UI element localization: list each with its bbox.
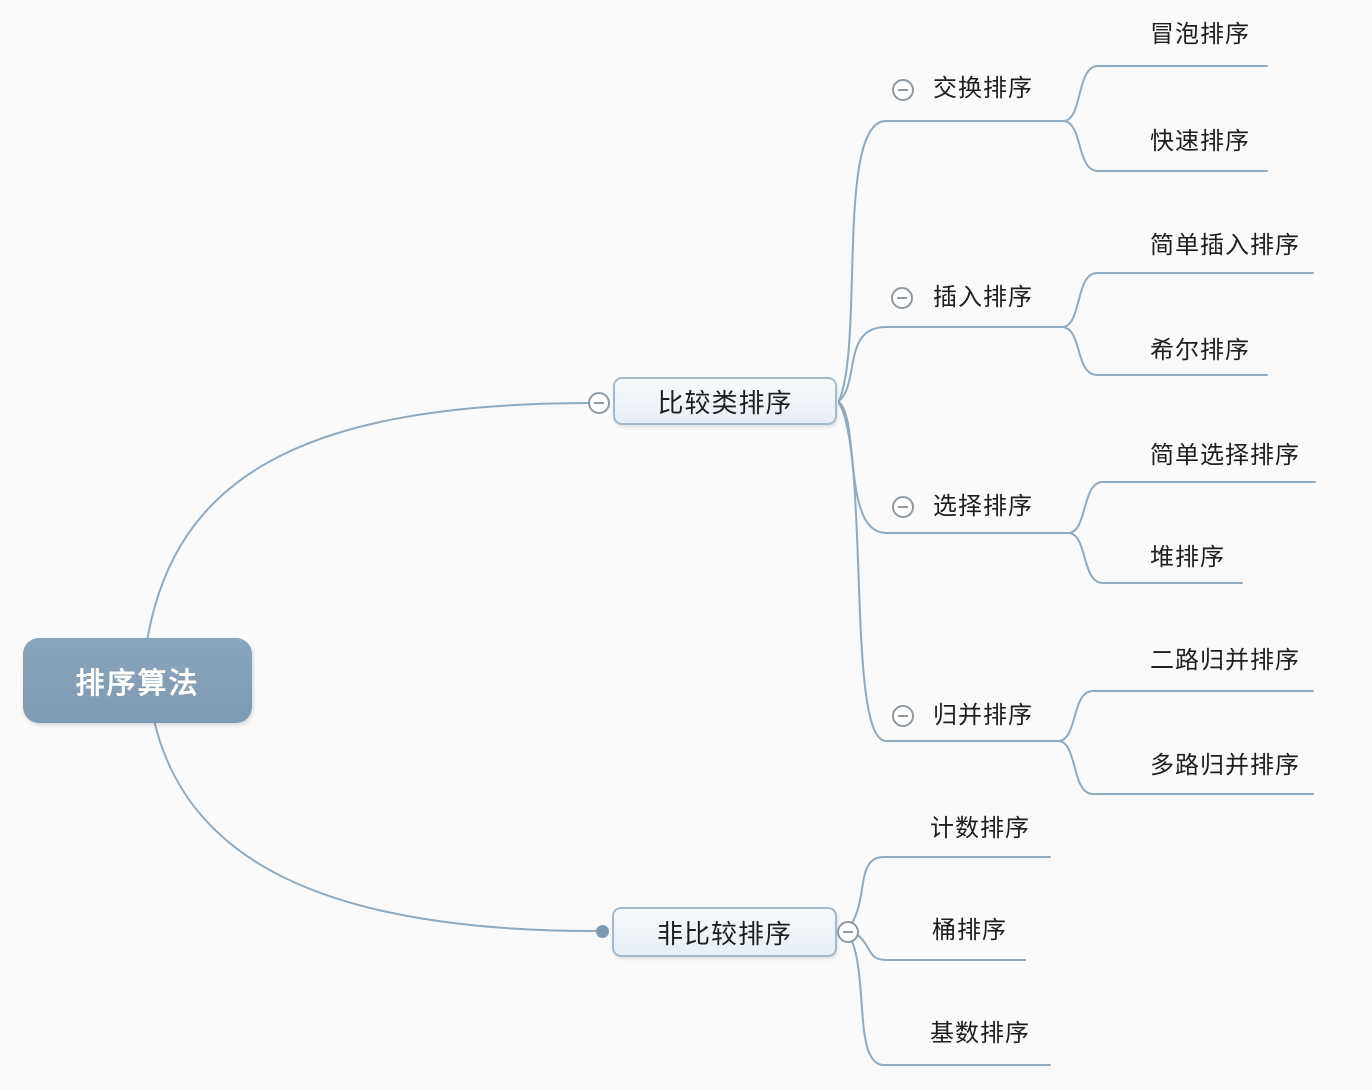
connector-insert-to-simple-insert — [1061, 272, 1314, 328]
connector-comparison-to-insert — [838, 326, 1063, 402]
connector-comparison-to-merge — [838, 402, 1059, 742]
connector-select-to-heap — [1067, 532, 1243, 584]
leaf-two-way-merge-sort[interactable]: 二路归并排序 — [1150, 647, 1300, 674]
connector-merge-to-two-way — [1057, 690, 1314, 742]
connector-insert-to-shell — [1061, 326, 1268, 376]
connector-select-to-simple-select — [1067, 481, 1316, 534]
minus-glyph — [843, 931, 853, 933]
connector-endpoint-dot — [596, 925, 609, 938]
connector-comparison-to-exchange — [838, 120, 1064, 402]
minus-glyph — [898, 89, 908, 91]
minus-glyph — [594, 402, 604, 404]
branch-node-comparison-sort[interactable]: 比较类排序 — [613, 377, 837, 425]
collapse-minus-icon-comparison[interactable] — [588, 392, 610, 414]
leaf-simple-insertion-sort[interactable]: 简单插入排序 — [1150, 232, 1300, 259]
branch-node-non-comparison-sort[interactable]: 非比较排序 — [612, 907, 837, 957]
leaf-shell-sort[interactable]: 希尔排序 — [1150, 337, 1250, 364]
minus-glyph — [898, 715, 908, 717]
connector-exchange-to-bubble — [1062, 65, 1268, 122]
topic-insertion-sort[interactable]: 插入排序 — [933, 284, 1033, 311]
collapse-minus-icon-insert[interactable] — [891, 287, 913, 309]
collapse-minus-icon-noncomparison[interactable] — [837, 921, 859, 943]
leaf-bucket-sort[interactable]: 桶排序 — [932, 917, 1007, 944]
collapse-minus-icon-merge[interactable] — [892, 705, 914, 727]
topic-merge-sort[interactable]: 归并排序 — [933, 702, 1033, 729]
collapse-minus-icon-select[interactable] — [892, 496, 914, 518]
leaf-multi-way-merge-sort[interactable]: 多路归并排序 — [1150, 752, 1300, 779]
connector-noncomparison-to-bucket — [858, 935, 1026, 961]
root-node[interactable]: 排序算法 — [23, 638, 252, 723]
leaf-quick-sort[interactable]: 快速排序 — [1150, 128, 1250, 155]
connector-noncomparison-to-counting — [851, 856, 1051, 924]
leaf-counting-sort[interactable]: 计数排序 — [930, 815, 1030, 842]
topic-exchange-sort[interactable]: 交换排序 — [933, 75, 1033, 102]
leaf-radix-sort[interactable]: 基数排序 — [930, 1020, 1030, 1047]
minus-glyph — [898, 506, 908, 508]
branch-label: 比较类排序 — [657, 387, 793, 418]
branch-label: 非比较排序 — [656, 918, 792, 949]
leaf-heap-sort[interactable]: 堆排序 — [1150, 544, 1225, 571]
connector-exchange-to-quick — [1062, 120, 1268, 172]
minus-glyph — [897, 297, 907, 299]
leaf-simple-selection-sort[interactable]: 简单选择排序 — [1150, 442, 1300, 469]
connector-root-to-comparison — [146, 402, 589, 642]
connector-noncomparison-to-radix — [851, 940, 1051, 1066]
connector-root-to-noncomparison — [153, 719, 597, 932]
leaf-bubble-sort[interactable]: 冒泡排序 — [1150, 21, 1250, 48]
root-label: 排序算法 — [75, 667, 200, 700]
connector-merge-to-multi-way — [1057, 740, 1314, 795]
topic-selection-sort[interactable]: 选择排序 — [933, 493, 1033, 520]
collapse-minus-icon-exchange[interactable] — [892, 79, 914, 101]
